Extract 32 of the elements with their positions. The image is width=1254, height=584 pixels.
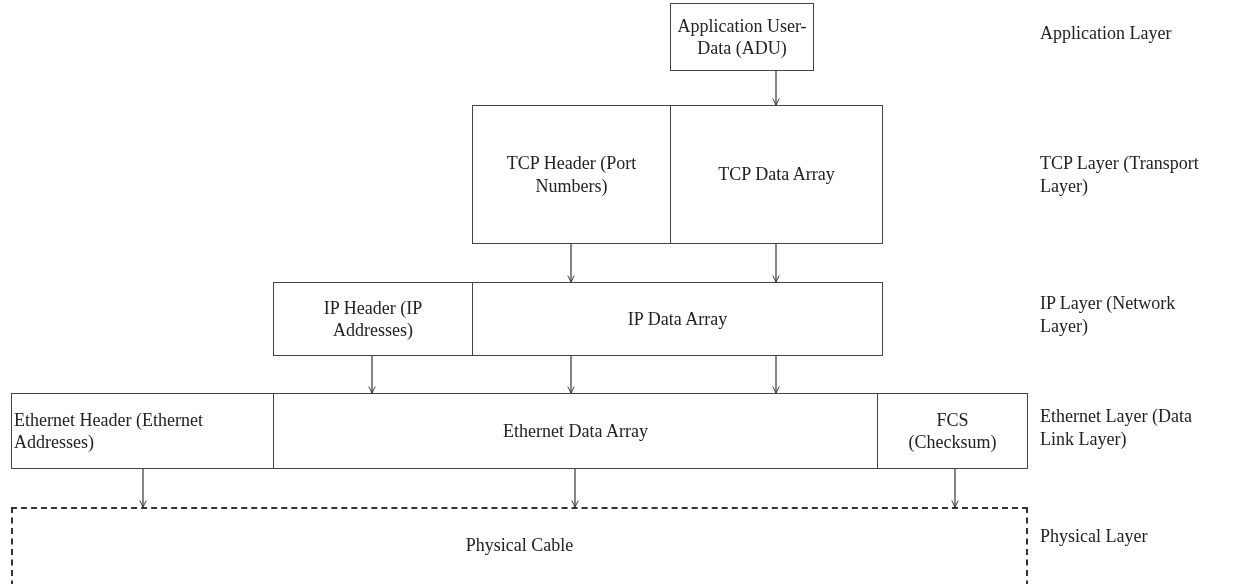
arrow <box>772 243 780 283</box>
data-cell <box>472 282 883 356</box>
arrow <box>567 243 575 283</box>
cell-text: Ethernet Header (Ethernet Addresses) <box>14 408 204 454</box>
header-cell <box>273 282 473 356</box>
physical-cable-box <box>11 507 1028 584</box>
arrow <box>567 355 575 394</box>
data-cell <box>670 105 883 244</box>
layer-label: TCP Layer (Transport Layer) <box>1040 152 1200 197</box>
layer-label: Application Layer <box>1040 22 1172 45</box>
data-box <box>670 3 814 71</box>
arrow <box>772 355 780 394</box>
cell-text: Physical Cable <box>465 534 574 557</box>
cell-text: TCP Header (Port Numbers) <box>506 152 637 197</box>
header-cell <box>472 105 671 244</box>
cell-text: Ethernet Data Array <box>503 419 648 443</box>
layer-label: Ethernet Layer (Data Link Layer) <box>1040 405 1193 450</box>
layer-label: IP Layer (Network Layer) <box>1040 292 1177 337</box>
data-cell <box>273 393 878 469</box>
cell-text: FCS (Checksum) <box>907 408 998 454</box>
arrow <box>139 468 147 508</box>
header-cell <box>11 393 274 469</box>
arrow <box>571 468 579 508</box>
cell-text: IP Data Array <box>627 307 728 331</box>
checksum-cell <box>877 393 1028 469</box>
cell-text: IP Header (IP Addresses) <box>322 296 424 342</box>
arrow <box>951 468 959 508</box>
arrow <box>772 70 780 106</box>
cell-text: TCP Data Array <box>718 163 835 186</box>
layer-label: Physical Layer <box>1040 525 1148 548</box>
arrow <box>368 355 376 394</box>
cell-text: Application User-Data (ADU) <box>676 14 808 60</box>
